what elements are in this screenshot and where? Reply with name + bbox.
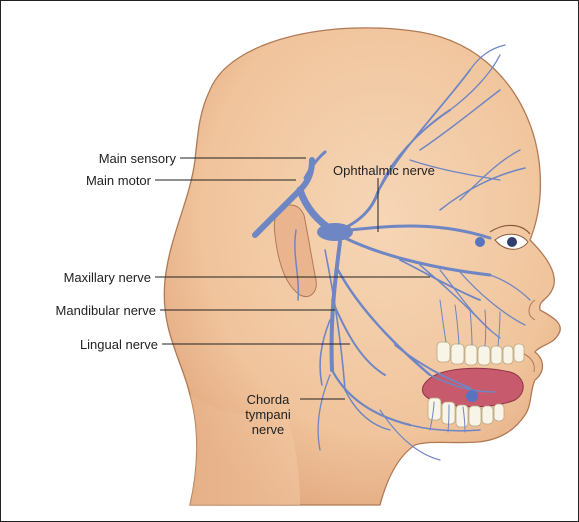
label-lingual-nerve: Lingual nerve [10, 337, 158, 352]
label-main-motor: Main motor [20, 173, 151, 188]
label-mandibular-nerve: Mandibular nerve [10, 303, 156, 318]
nerve-plexus-tongue [466, 390, 478, 402]
label-chorda: Chorda [238, 392, 298, 407]
label-nerve: nerve [238, 422, 298, 437]
label-ophthalmic-nerve: Ophthalmic nerve [333, 163, 435, 178]
label-tympani: tympani [238, 407, 298, 422]
nerve-plexus-eye [475, 237, 485, 247]
label-main-sensory: Main sensory [20, 151, 176, 166]
iris [507, 237, 517, 247]
label-maxillary-nerve: Maxillary nerve [10, 270, 151, 285]
